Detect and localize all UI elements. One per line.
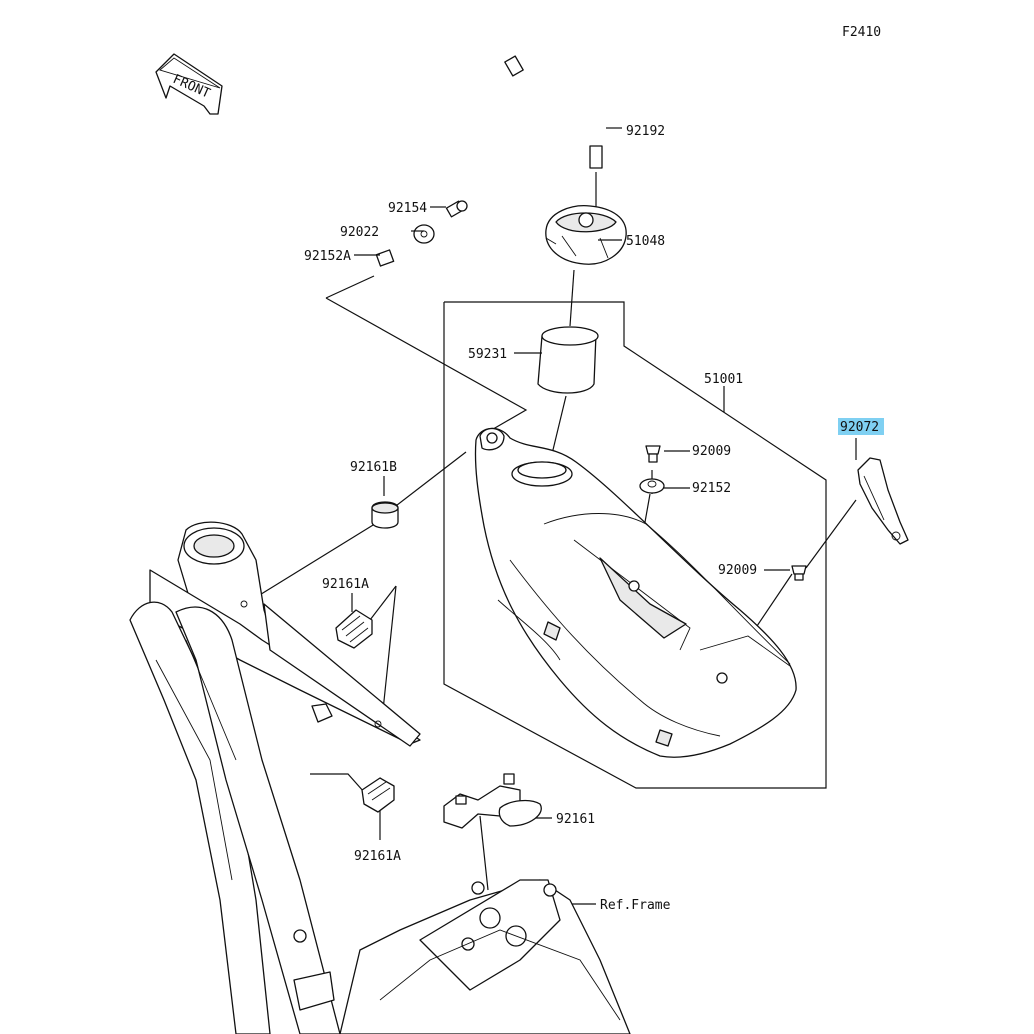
- label-92072-highlight: [838, 418, 884, 435]
- label-59231[interactable]: 59231: [468, 347, 507, 362]
- label-92072[interactable]: 92072: [840, 420, 879, 435]
- label-92152[interactable]: 92152: [692, 481, 731, 496]
- label-51048[interactable]: 51048: [626, 234, 665, 249]
- part-labels: 92192 92154 92022 51048 92152A 59231 510…: [304, 124, 884, 913]
- label-92192[interactable]: 92192: [626, 124, 665, 139]
- damper-92161B: [371, 501, 399, 529]
- damper-92161: [443, 773, 542, 829]
- label-92009-upper[interactable]: 92009: [692, 444, 731, 459]
- front-arrow-icon: FRONT: [155, 53, 223, 115]
- tank-band-92072: [857, 457, 909, 545]
- label-92161A-lower[interactable]: 92161A: [354, 849, 401, 864]
- label-92022[interactable]: 92022: [340, 225, 379, 240]
- label-ref-frame[interactable]: Ref.Frame: [600, 898, 671, 913]
- label-92161B[interactable]: 92161B: [350, 460, 397, 475]
- washer-92022: [413, 224, 435, 244]
- label-92152A[interactable]: 92152A: [304, 249, 351, 264]
- label-51001[interactable]: 51001: [704, 372, 743, 387]
- damper-92161A-upper: [335, 609, 373, 649]
- fuel-cap: [545, 205, 627, 265]
- screw-92154: [445, 200, 468, 218]
- label-92161A-upper[interactable]: 92161A: [322, 577, 369, 592]
- bolt-92009-lower: [791, 565, 807, 581]
- label-92154[interactable]: 92154: [388, 201, 427, 216]
- figure-code: F2410: [842, 25, 881, 40]
- bolt-92009-upper: [645, 445, 661, 463]
- filler-neck: [537, 269, 599, 455]
- assembly-lines: [257, 127, 857, 905]
- label-92161[interactable]: 92161: [556, 812, 595, 827]
- label-92009-lower[interactable]: 92009: [718, 563, 757, 578]
- damper-92152: [639, 478, 665, 494]
- collar-92152A: [375, 249, 395, 267]
- damper-92161A-lower: [361, 777, 395, 813]
- frame: [129, 521, 631, 1034]
- breather-hose: [504, 52, 603, 210]
- fuel-tank: [474, 427, 797, 758]
